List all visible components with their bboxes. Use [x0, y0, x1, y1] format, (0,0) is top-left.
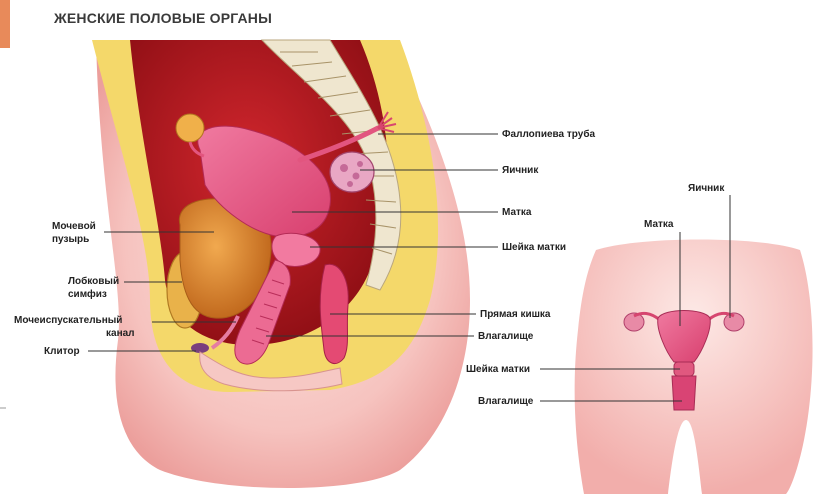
label-pubic-line2: симфиз [68, 288, 119, 301]
label-fallopian-tube: Фаллопиева труба [502, 128, 595, 141]
label-clitoris: Клитор [44, 345, 80, 358]
label-pubic-line1: Лобковый [68, 275, 119, 288]
sagittal-view [92, 40, 470, 488]
label-cervix: Шейка матки [502, 241, 566, 254]
label-ovary: Яичник [502, 164, 538, 177]
label-urethra-line1: Мочеиспускательный [14, 314, 135, 327]
label-pubic-symphysis: Лобковый симфиз [68, 275, 119, 301]
label-urethra: Мочеиспускательный канал [14, 314, 135, 340]
page-title: ЖЕНСКИЕ ПОЛОВЫЕ ОРГАНЫ [54, 10, 272, 26]
label-frontal-ovary: Яичник [688, 182, 724, 195]
label-frontal-cervix: Шейка матки [466, 363, 530, 376]
upper-ovary-blob [176, 114, 204, 142]
label-urethra-line2: канал [14, 327, 135, 340]
label-vagina: Влагалище [478, 330, 533, 343]
label-frontal-uterus: Матка [644, 218, 673, 231]
frontal-vagina [672, 376, 696, 410]
label-bladder-line2: пузырь [52, 233, 96, 246]
label-bladder-line1: Мочевой [52, 220, 96, 233]
frontal-view [575, 240, 813, 495]
label-frontal-vagina: Влагалище [478, 395, 533, 408]
label-uterus: Матка [502, 206, 531, 219]
label-bladder: Мочевой пузырь [52, 220, 96, 246]
corner-artifact [0, 0, 10, 48]
label-rectum: Прямая кишка [480, 308, 551, 321]
